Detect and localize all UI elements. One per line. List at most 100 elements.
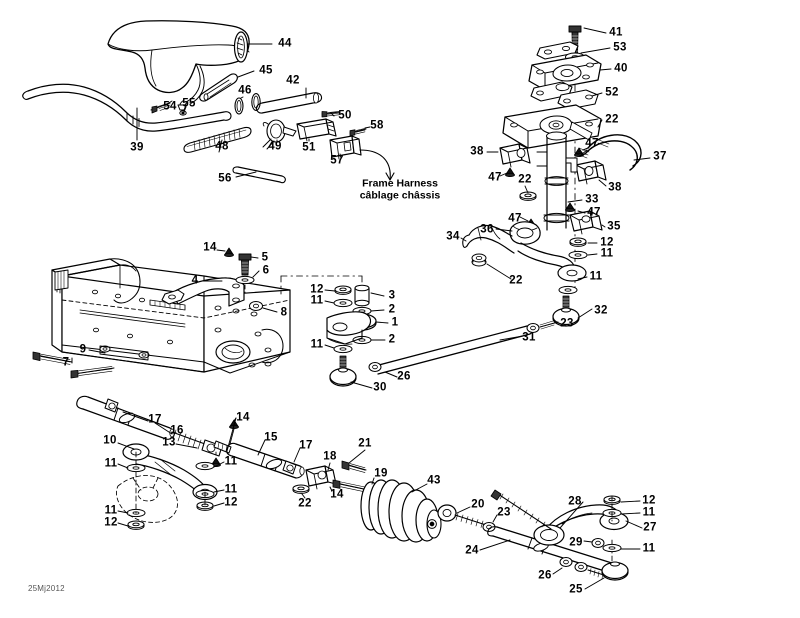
part-17-joint-left (104, 398, 119, 413)
part-40-bracket (528, 54, 602, 91)
callout-12: 12 (642, 494, 656, 507)
callout-51: 51 (302, 141, 316, 154)
callout-2: 2 (388, 303, 396, 316)
part-11-washer-col (568, 250, 588, 260)
part-9-bolt (70, 366, 115, 379)
part-11-washer-base-2 (333, 344, 353, 354)
part-44-cover (107, 20, 250, 94)
callout-47: 47 (508, 212, 522, 225)
callout-56: 56 (218, 172, 232, 185)
callout-27: 27 (643, 521, 657, 534)
part-28-bolt (490, 489, 552, 530)
part-34-arm (462, 224, 515, 267)
part-25-balljoint (601, 561, 629, 581)
callout-19: 19 (374, 467, 388, 480)
callout-14: 14 (203, 241, 217, 254)
callout-1: 1 (391, 316, 399, 329)
part-32-balljoint (552, 295, 580, 327)
part-21-bolt (341, 460, 367, 473)
part-12-nut-base (334, 285, 352, 295)
callout-11: 11 (104, 504, 118, 517)
callout-14: 14 (236, 411, 250, 424)
callout-18: 18 (323, 450, 337, 463)
callout-2: 2 (388, 333, 396, 346)
callout-17: 17 (299, 439, 313, 452)
phantom-bracket (116, 475, 178, 523)
callout-46: 46 (238, 84, 252, 97)
callout-39: 39 (130, 141, 144, 154)
part-26-nut-b (559, 557, 573, 567)
callout-20: 20 (471, 498, 485, 511)
callout-41: 41 (609, 26, 623, 39)
callout-22: 22 (518, 173, 532, 186)
callout-16: 16 (170, 424, 184, 437)
part-38-bushing-right (575, 160, 607, 185)
callout-34: 34 (446, 230, 460, 243)
callout-11: 11 (224, 455, 238, 468)
frame-harness-annotation: Frame Harness câblage châssis (360, 177, 441, 202)
part-30-balljoint (329, 355, 357, 387)
part-27-steering-arm (533, 504, 629, 546)
callout-25: 25 (569, 583, 583, 596)
callout-42: 42 (286, 74, 300, 87)
callout-28: 28 (568, 495, 582, 508)
part-49-lever (262, 119, 297, 150)
callout-8: 8 (280, 306, 288, 319)
callout-23: 23 (560, 317, 574, 330)
part-23-nut-r (526, 323, 540, 333)
part-24-tierod (487, 526, 616, 574)
callout-22: 22 (605, 113, 619, 126)
callout-21: 21 (358, 437, 372, 450)
part-58-pin (349, 128, 367, 137)
callout-45: 45 (259, 64, 273, 77)
callout-22: 22 (298, 497, 312, 510)
drawing-code: 25Mj2012 (28, 584, 65, 593)
callout-15: 15 (264, 431, 278, 444)
callout-22: 22 (509, 274, 523, 287)
callout-47: 47 (488, 171, 502, 184)
part-17-joint-right (282, 460, 297, 475)
callout-55: 55 (182, 97, 196, 110)
part-15-tube (226, 442, 305, 479)
callout-14: 14 (330, 488, 344, 501)
part-26-nut-a (368, 362, 382, 372)
callout-36: 36 (480, 223, 494, 236)
callout-9: 9 (79, 343, 87, 356)
part-47-lock-a (504, 167, 516, 178)
part-11-washer-idler-c (195, 461, 215, 471)
callout-6: 6 (262, 264, 270, 277)
callout-52: 52 (605, 86, 619, 99)
part-8-nut (249, 301, 263, 311)
part-11-washer-pitman (558, 285, 578, 295)
part-20-rodend (437, 504, 487, 528)
callout-53: 53 (613, 41, 627, 54)
callout-44: 44 (278, 37, 292, 50)
callout-11: 11 (589, 270, 603, 283)
callout-35: 35 (607, 220, 621, 233)
part-46-rings (234, 93, 261, 115)
part-38-bushing-left (499, 143, 531, 168)
callout-57: 57 (330, 154, 344, 167)
frame-harness-label-en: Frame Harness (362, 177, 438, 190)
part-42-tube (255, 92, 323, 114)
part-5-bolt (238, 253, 252, 276)
callout-33: 33 (585, 193, 599, 206)
callout-26: 26 (538, 569, 552, 582)
callout-58: 58 (370, 119, 384, 132)
callout-23: 23 (497, 506, 511, 519)
callout-11: 11 (600, 247, 614, 260)
part-14-lock-frame (223, 247, 235, 258)
part-39-handlebar (22, 83, 232, 132)
callout-50: 50 (338, 109, 352, 122)
part-12-nut-col (569, 237, 587, 247)
callout-43: 43 (427, 474, 441, 487)
callout-26: 26 (397, 370, 411, 383)
callout-38: 38 (470, 145, 484, 158)
part-16-tube (76, 395, 175, 440)
part-7-bolt (32, 351, 73, 365)
part-18-block (305, 465, 337, 490)
part-31-draglink (374, 320, 555, 375)
part-13-adjuster (171, 429, 232, 457)
